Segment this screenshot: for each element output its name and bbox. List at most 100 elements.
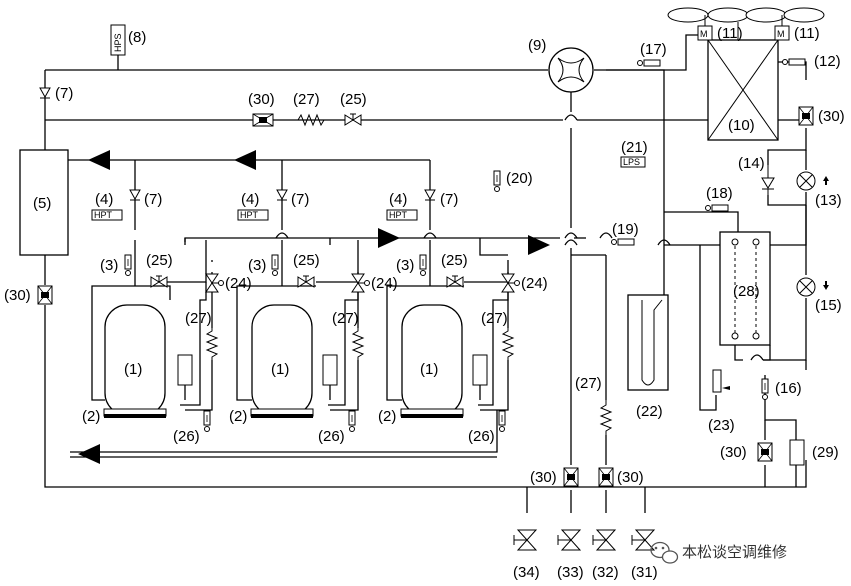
watermark: 本松谈空调维修 — [650, 541, 787, 564]
label-17: (17) — [640, 41, 667, 58]
label-29: (29) — [812, 444, 839, 461]
label-27-3: (27) — [481, 310, 508, 327]
fan-motor-1 — [667, 7, 749, 41]
label-30-right: (30) — [818, 108, 845, 125]
label-18: (18) — [706, 185, 733, 202]
filter-30-right — [798, 106, 814, 126]
label-7-2: (7) — [291, 191, 309, 208]
label-23: (23) — [708, 417, 735, 434]
component-labels: (8) (7) (30) (27) (25) (9) (17) (11) (11… — [4, 25, 845, 581]
component-29 — [789, 439, 805, 466]
label-3-1: (3) — [100, 257, 118, 274]
temp-sensor-18 — [705, 204, 729, 212]
label-19: (19) — [612, 221, 639, 238]
compressor-unit-1 — [91, 189, 224, 432]
receiver-tank — [19, 149, 69, 256]
label-30-left: (30) — [4, 287, 31, 304]
label-15: (15) — [815, 297, 842, 314]
label-30-bottom-2: (30) — [617, 469, 644, 486]
label-34: (34) — [513, 564, 540, 581]
label-7-1: (7) — [144, 191, 162, 208]
service-valve-34 — [513, 529, 537, 551]
service-valve-32 — [592, 529, 616, 551]
outdoor-heat-exchanger — [707, 22, 779, 141]
motor-tag-2: M — [777, 29, 785, 39]
label-31: (31) — [631, 564, 658, 581]
filter-30-bottom-1 — [563, 467, 579, 487]
label-13: (13) — [815, 192, 842, 209]
label-14: (14) — [738, 155, 765, 172]
component-23 — [712, 369, 730, 393]
label-22: (22) — [636, 403, 663, 420]
label-20: (20) — [506, 170, 533, 187]
label-3-2: (3) — [248, 257, 266, 274]
lps-tag: LPS — [623, 157, 640, 167]
label-3-3: (3) — [396, 257, 414, 274]
label-25-2: (25) — [293, 252, 320, 269]
hpt-tag-3: HPT — [389, 210, 408, 220]
expansion-valve-13 — [796, 171, 829, 191]
piping — [44, 34, 807, 513]
label-25-1: (25) — [146, 252, 173, 269]
hps-tag: HPS — [113, 33, 123, 52]
label-10: (10) — [728, 117, 755, 134]
solenoid-valve-25-mid — [344, 113, 362, 126]
service-valve-33 — [557, 529, 581, 551]
accumulator — [627, 294, 669, 391]
motor-tag-1: M — [700, 29, 708, 39]
filter-30-bottom-2 — [598, 467, 614, 487]
label-1-1: (1) — [124, 361, 142, 378]
label-27-2: (27) — [332, 310, 359, 327]
label-16: (16) — [775, 380, 802, 397]
label-7-3: (7) — [440, 191, 458, 208]
label-28: (28) — [733, 283, 760, 300]
temp-sensor-20 — [493, 170, 501, 192]
check-valve-7-top — [39, 87, 51, 99]
label-33: (33) — [557, 564, 584, 581]
label-24-1: (24) — [225, 275, 252, 292]
label-32: (32) — [592, 564, 619, 581]
expansion-valve-15 — [796, 277, 829, 297]
label-24-2: (24) — [371, 275, 398, 292]
label-2-1: (2) — [82, 408, 100, 425]
temp-sensor-19 — [611, 238, 635, 246]
label-1-3: (1) — [420, 361, 438, 378]
filter-30-lower-right — [757, 442, 773, 462]
label-11-b: (11) — [794, 25, 820, 42]
hpt-tag-1: HPT — [94, 210, 113, 220]
label-12: (12) — [814, 53, 841, 70]
label-4-1: (4) — [95, 191, 113, 208]
filter-30-left — [37, 285, 53, 305]
label-26-2: (26) — [318, 428, 345, 445]
label-9: (9) — [528, 37, 546, 54]
label-7-top: (7) — [55, 85, 73, 102]
temp-sensor-12 — [782, 58, 806, 66]
label-30-bottom-1: (30) — [530, 469, 557, 486]
service-valve-31 — [631, 529, 655, 551]
filter-30-mid — [252, 113, 274, 127]
pipe-crossovers — [275, 114, 764, 361]
label-4-2: (4) — [241, 191, 259, 208]
label-4-3: (4) — [389, 191, 407, 208]
label-25-3: (25) — [441, 252, 468, 269]
check-valve-14 — [761, 165, 775, 195]
label-11-a: (11) — [717, 25, 743, 42]
hpt-tag-2: HPT — [240, 210, 259, 220]
temp-sensor-17 — [637, 59, 661, 67]
watermark-text: 本松谈空调维修 — [682, 544, 787, 561]
label-27-mid: (27) — [293, 91, 320, 108]
four-way-valve — [548, 47, 594, 93]
compressor-unit-3 — [386, 189, 520, 432]
label-21: (21) — [621, 139, 648, 156]
label-2-2: (2) — [229, 408, 247, 425]
label-27-right: (27) — [575, 375, 602, 392]
label-30-mid: (30) — [248, 91, 275, 108]
label-24-3: (24) — [521, 275, 548, 292]
label-27-1: (27) — [185, 310, 212, 327]
hps-sensor — [110, 24, 126, 56]
plate-heat-exchanger — [719, 231, 771, 346]
wechat-logo-icon — [650, 541, 679, 564]
label-1-2: (1) — [271, 361, 289, 378]
label-25-mid: (25) — [340, 91, 367, 108]
